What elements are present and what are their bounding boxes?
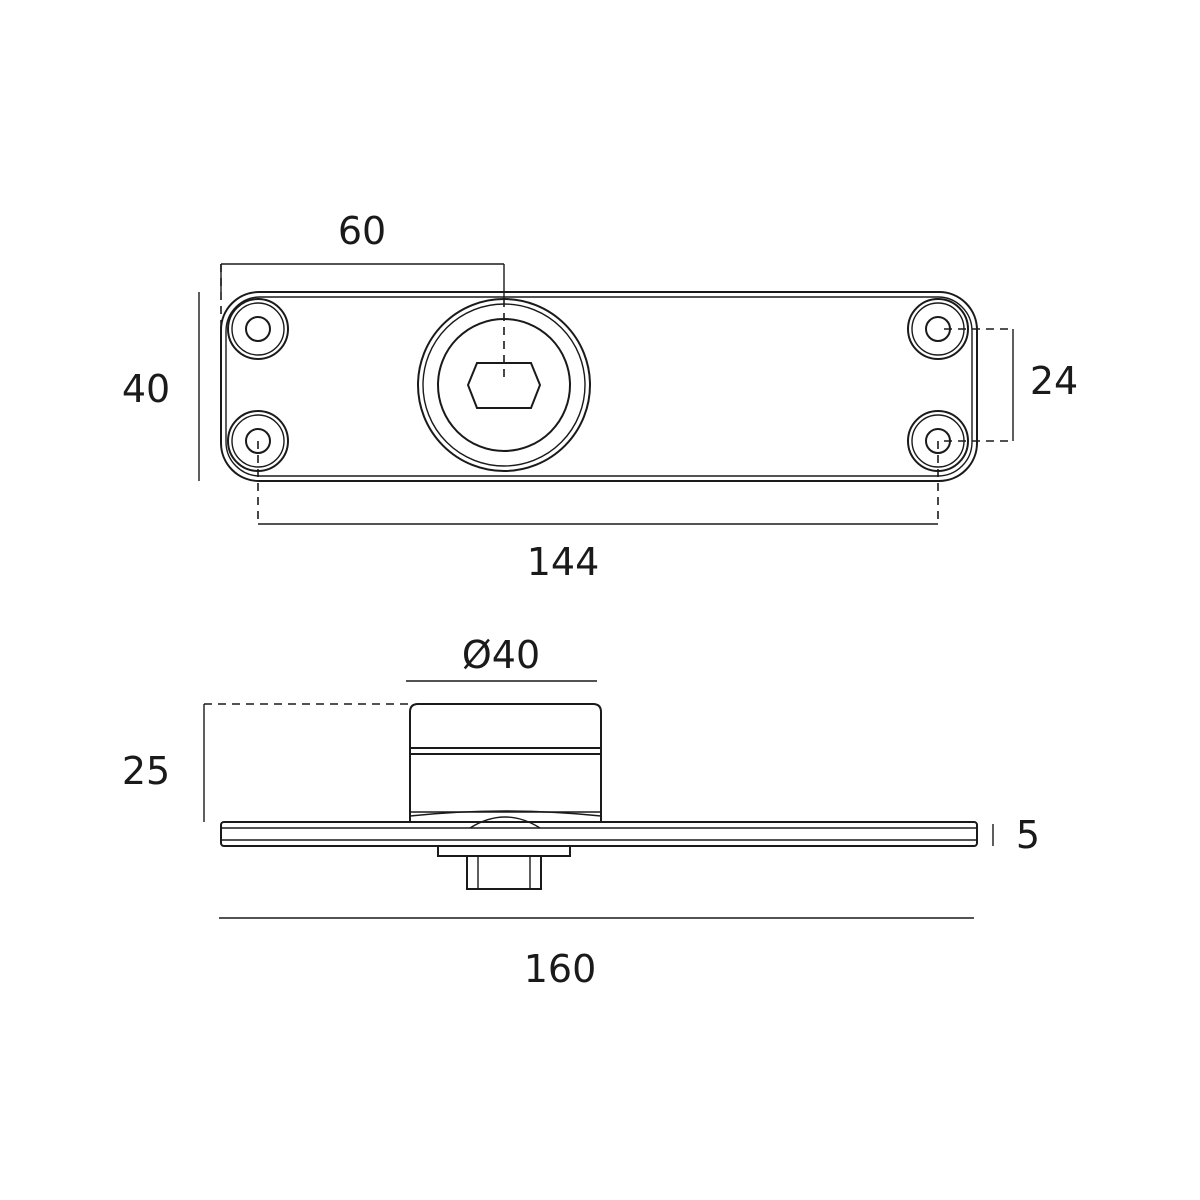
dimension-5: 5: [992, 813, 1040, 857]
dim-label-24: 24: [1030, 359, 1078, 403]
pivot-boss: [417, 298, 591, 472]
side-plate: [220, 821, 978, 847]
dim-label-5: 5: [1016, 813, 1040, 857]
dim-label-25: 25: [122, 749, 170, 793]
side-view: Ø40 25 5 160: [122, 633, 1040, 991]
dimension-25: 25: [122, 703, 410, 822]
side-spindle: [437, 845, 571, 890]
mounting-hole-top-left: [227, 298, 289, 360]
dim-label-60: 60: [338, 209, 386, 253]
square-drive-slot: [466, 362, 542, 409]
dimension-diameter-40: Ø40: [406, 633, 597, 682]
dimension-160: 160: [219, 917, 974, 991]
top-plate-inner-outline: [225, 296, 973, 477]
side-cylinder: [409, 703, 602, 829]
dim-label-160: 160: [524, 947, 597, 991]
dimension-60: 60: [220, 209, 505, 380]
top-view: 60 40 24 144: [122, 209, 1078, 584]
dimension-144: 144: [257, 441, 939, 584]
dimension-40: 40: [122, 292, 200, 481]
top-plate-outline: [220, 291, 978, 482]
dim-label-diameter-40: Ø40: [462, 633, 540, 677]
dim-label-144: 144: [527, 540, 600, 584]
dimension-24: 24: [944, 328, 1078, 442]
dim-label-40: 40: [122, 367, 170, 411]
